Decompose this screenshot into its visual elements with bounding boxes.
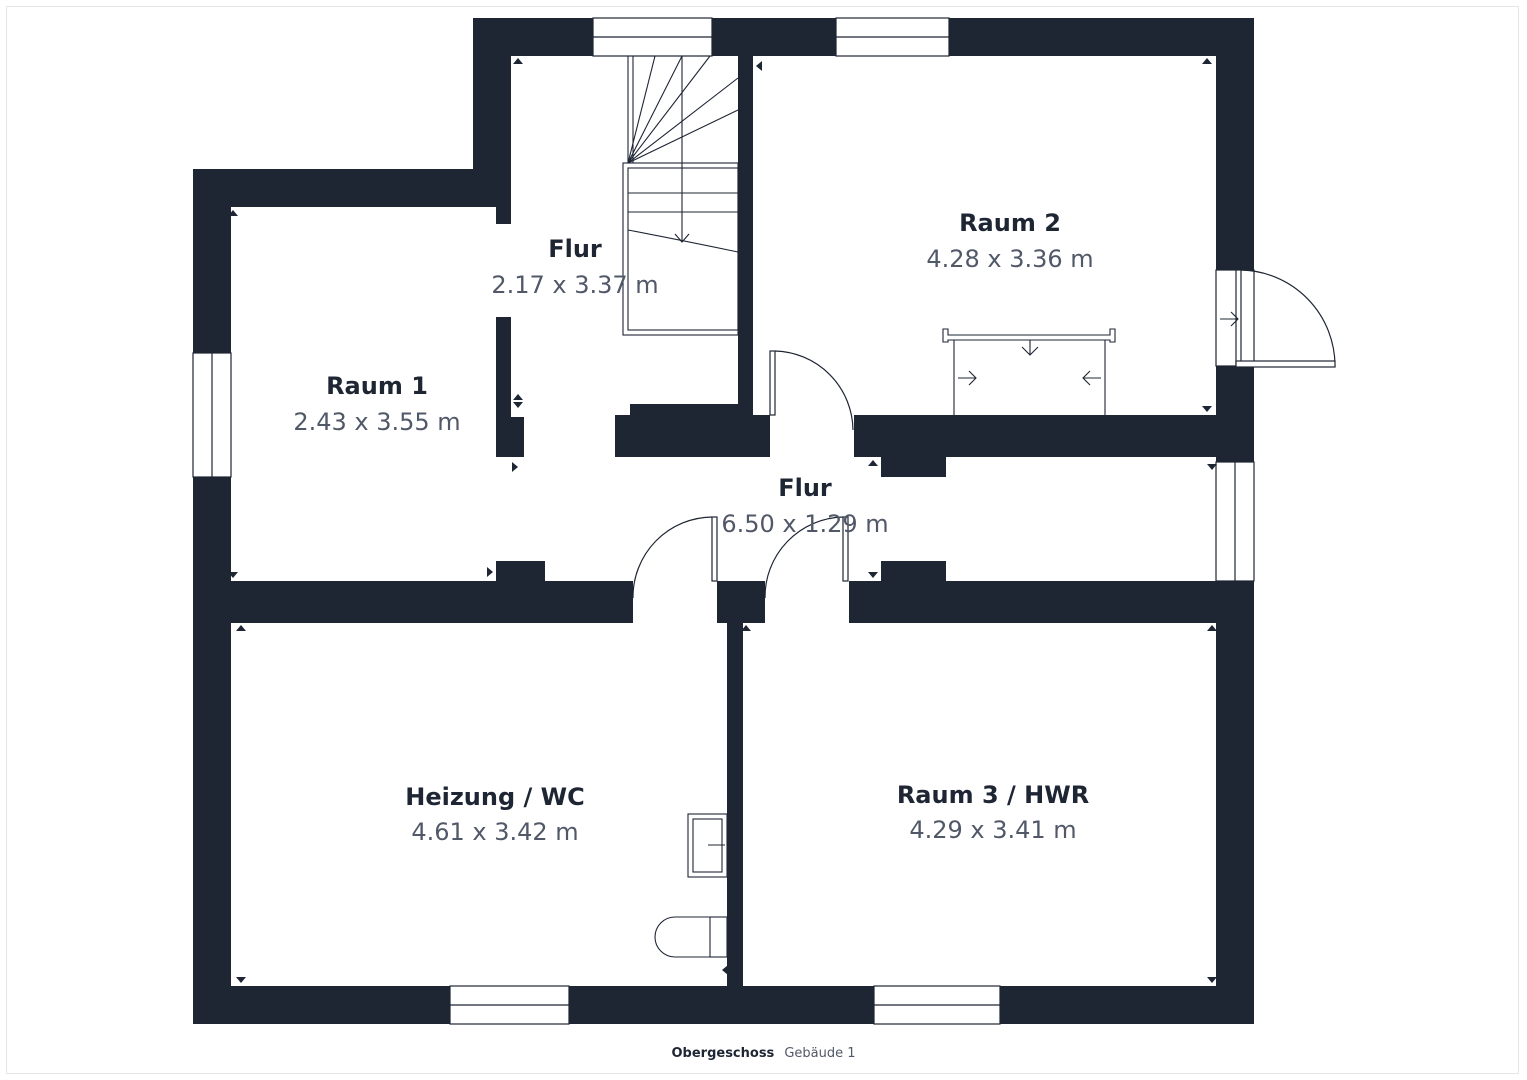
room-label-flur-mid: Flur 6.50 x 1.29 m (721, 474, 888, 538)
floor-plan: Flur 2.17 x 3.37 m Raum 2 4.28 x 3.36 m … (192, 17, 1336, 1025)
sanitary (654, 813, 728, 958)
room-dimensions: 4.28 x 3.36 m (926, 245, 1093, 273)
room-name: Flur (548, 235, 602, 263)
wardrobe (942, 311, 1239, 415)
room-label-raum-1: Raum 1 2.43 x 3.55 m (293, 372, 460, 436)
room-name: Flur (778, 474, 832, 502)
room-name: Raum 1 (326, 372, 428, 400)
stairs (622, 55, 739, 336)
room-dimensions: 4.29 x 3.41 m (909, 816, 1076, 844)
room-label-raum-3-hwr: Raum 3 / HWR 4.29 x 3.41 m (897, 781, 1089, 844)
room-dimensions: 2.17 x 3.37 m (491, 271, 658, 299)
room-dimensions: 6.50 x 1.29 m (721, 510, 888, 538)
building-name: Gebäude 1 (784, 1046, 856, 1061)
room-label-raum-2: Raum 2 4.28 x 3.36 m (926, 209, 1093, 273)
room-dimensions: 4.61 x 3.42 m (411, 818, 578, 846)
room-name: Raum 2 (959, 209, 1061, 237)
corner-markers (228, 58, 1217, 983)
page-frame (6, 6, 1519, 1074)
floor-name: Obergeschoss (671, 1046, 775, 1061)
doors (632, 269, 1336, 599)
windows (192, 17, 1255, 1025)
room-name: Heizung / WC (405, 783, 584, 811)
room-dimensions: 2.43 x 3.55 m (293, 408, 460, 436)
room-name: Raum 3 / HWR (897, 781, 1089, 809)
room-label-flur-top: Flur 2.17 x 3.37 m (491, 235, 658, 299)
plan-caption: Obergeschoss Gebäude 1 (0, 1046, 1527, 1061)
room-label-heizung-wc: Heizung / WC 4.61 x 3.42 m (405, 783, 584, 846)
